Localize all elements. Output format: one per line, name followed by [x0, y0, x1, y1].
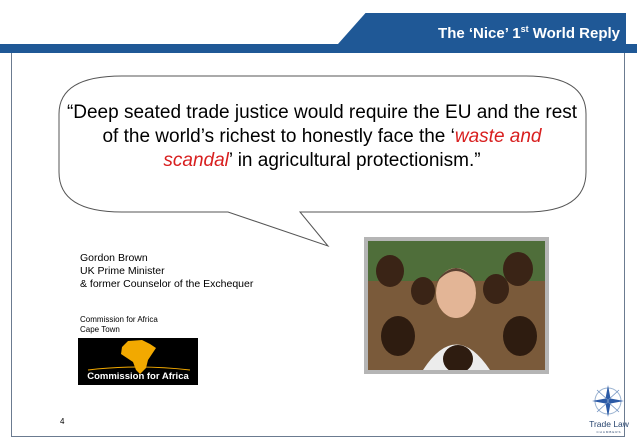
photo-image	[368, 241, 545, 370]
quote-text: “Deep seated trade justice would require…	[66, 101, 578, 173]
logo-text: Commission for Africa	[87, 371, 189, 382]
venue-city: Cape Town	[80, 325, 120, 334]
venue-info: Commission for Africa Cape Town	[80, 315, 158, 335]
commission-for-africa-logo: Commission for Africa	[78, 338, 198, 385]
trade-law-logo-icon	[592, 385, 624, 417]
quote-highlight: waste and scandal	[163, 126, 542, 171]
brand-subtitle: CHAMBERS	[596, 430, 622, 434]
speaker-former-title: & former Counselor of the Exchequer	[80, 278, 254, 290]
speaker-title: UK Prime Minister	[80, 265, 165, 277]
slide-title-prefix: The ‘Nice’ 1	[438, 25, 521, 42]
brand-name: Trade Law	[589, 419, 629, 429]
venue-org: Commission for Africa	[80, 315, 158, 324]
header-tab	[330, 13, 626, 53]
slide-title-superscript: st	[520, 24, 529, 34]
quote-part-2: ’ in agricultural protectionism.”	[228, 150, 481, 171]
speaker-info: Gordon Brown UK Prime Minister & former …	[80, 252, 253, 291]
africa-map-icon	[87, 340, 191, 374]
speaker-name: Gordon Brown	[80, 252, 148, 264]
page-number: 4	[60, 417, 65, 426]
speaker-photo	[364, 237, 549, 374]
quote-part-1: “Deep seated trade justice would require…	[66, 102, 578, 147]
slide-title-suffix: World Reply	[528, 25, 620, 42]
header-bar	[0, 44, 637, 53]
content-frame	[11, 53, 625, 437]
slide-title: The ‘Nice’ 1st World Reply	[360, 24, 620, 42]
